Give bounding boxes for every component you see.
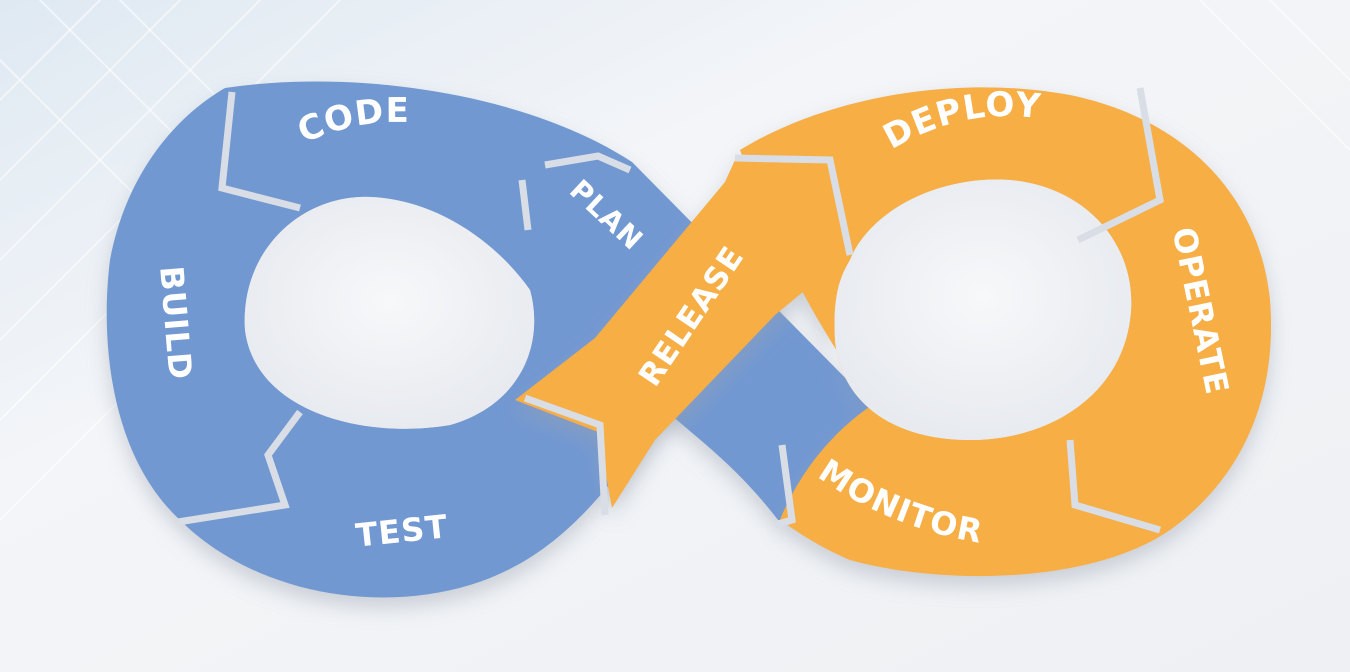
segment-dividers: [177, 87, 1164, 534]
right-hole: [834, 179, 1132, 440]
left-hole: [244, 196, 535, 429]
